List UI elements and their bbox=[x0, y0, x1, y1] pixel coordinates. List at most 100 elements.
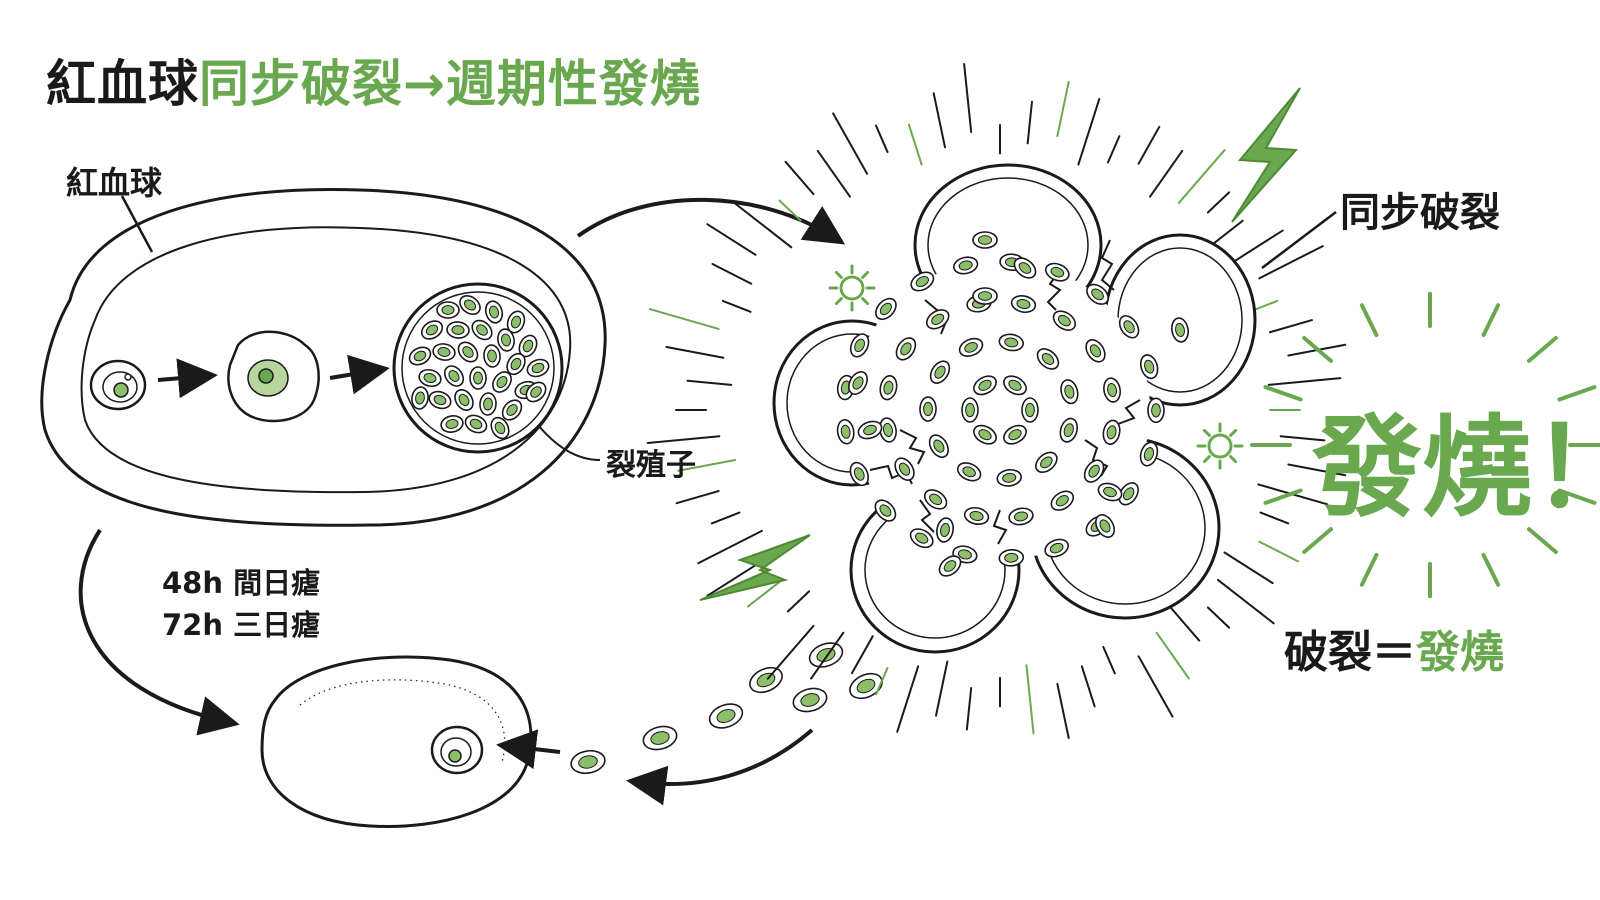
merozoite bbox=[973, 375, 997, 396]
released-merozoites bbox=[836, 231, 1189, 577]
burst-ray bbox=[932, 92, 946, 149]
merozoite bbox=[432, 343, 456, 361]
merozoite bbox=[1008, 507, 1034, 526]
rupture-equals-fever: 破裂＝發燒 bbox=[1284, 616, 1504, 680]
fever-ray bbox=[1359, 552, 1379, 587]
fever-ray bbox=[1302, 336, 1334, 363]
arrow-icon bbox=[576, 197, 846, 245]
merozoite bbox=[525, 381, 547, 403]
merozoite bbox=[1118, 315, 1140, 339]
arrow-icon bbox=[157, 358, 218, 399]
sun-icon bbox=[1196, 422, 1244, 470]
burst-ray bbox=[1025, 664, 1035, 735]
merozoite bbox=[1059, 417, 1079, 443]
merozoite bbox=[440, 415, 464, 433]
merozoite bbox=[836, 419, 855, 445]
merozoite bbox=[963, 506, 990, 525]
burst-ray bbox=[1155, 631, 1190, 680]
burst-ray bbox=[784, 160, 815, 196]
burst-ray bbox=[1233, 229, 1284, 263]
merozoite bbox=[1085, 339, 1106, 363]
burst-ray bbox=[734, 202, 793, 249]
merozoite bbox=[874, 499, 897, 522]
merozoite bbox=[708, 703, 744, 729]
merozoite bbox=[749, 666, 783, 694]
merozoite bbox=[961, 397, 979, 423]
merozoite bbox=[479, 392, 497, 416]
merozoite bbox=[938, 555, 962, 577]
merozoite bbox=[518, 334, 538, 358]
cycle-48h-label: 48h 間日瘧 bbox=[162, 566, 321, 600]
merozoite bbox=[497, 328, 515, 352]
merozoite bbox=[1086, 283, 1109, 305]
merozoite bbox=[1102, 419, 1121, 445]
merozoite bbox=[879, 375, 898, 401]
merozoite bbox=[910, 271, 935, 292]
burst-ray bbox=[746, 578, 784, 608]
burst-ray bbox=[810, 631, 845, 680]
merozoite bbox=[925, 309, 950, 330]
merozoite bbox=[1095, 514, 1115, 538]
merozoite bbox=[1052, 310, 1077, 331]
arrow-icon bbox=[329, 354, 390, 395]
burst-ray bbox=[1259, 511, 1290, 525]
merozoite bbox=[526, 358, 550, 378]
burst-ray bbox=[1137, 125, 1161, 165]
burst-ray bbox=[710, 511, 741, 525]
merozoite bbox=[972, 231, 998, 249]
merozoite bbox=[506, 310, 526, 334]
merozoite bbox=[849, 672, 883, 700]
burst-ray bbox=[686, 379, 733, 386]
fever-rays bbox=[1250, 291, 1600, 599]
merozoite bbox=[1036, 348, 1060, 370]
merozoite bbox=[792, 687, 828, 713]
burst-ray bbox=[697, 529, 763, 565]
burst-ray bbox=[1206, 191, 1231, 214]
title-black-part: 紅血球 bbox=[46, 55, 199, 113]
merozoite bbox=[420, 320, 444, 340]
burst-ray bbox=[675, 490, 720, 505]
merozoite bbox=[849, 333, 870, 358]
burst-ray bbox=[778, 199, 802, 222]
merozoite bbox=[483, 344, 501, 368]
new-red-blood-cell bbox=[260, 655, 533, 828]
merozoite bbox=[464, 414, 488, 434]
merozoite bbox=[895, 337, 917, 361]
burst-ray bbox=[711, 263, 753, 285]
merozoite bbox=[928, 434, 949, 458]
arrow-icon bbox=[626, 728, 814, 806]
merozoite bbox=[454, 388, 474, 412]
merozoite bbox=[642, 725, 678, 751]
merozoite bbox=[490, 416, 510, 440]
merozoite-trail bbox=[570, 586, 897, 775]
merozoite bbox=[1083, 459, 1105, 483]
burst-ray bbox=[832, 112, 869, 175]
merozoite bbox=[1021, 397, 1039, 423]
merozoite bbox=[996, 468, 1022, 487]
burst-ray bbox=[665, 345, 725, 359]
burst-ray bbox=[677, 459, 737, 472]
merozoite bbox=[973, 424, 997, 445]
burst-ray bbox=[1267, 377, 1342, 386]
lightning-icon bbox=[1231, 87, 1301, 223]
burst-ray bbox=[721, 299, 752, 313]
fever-ray bbox=[1263, 488, 1303, 505]
merozoite bbox=[446, 321, 470, 339]
burst-rays bbox=[646, 62, 1347, 739]
burst-ray bbox=[963, 62, 973, 134]
burst-ray bbox=[1026, 100, 1033, 145]
fever-ray bbox=[1557, 488, 1597, 505]
burst-ray bbox=[1223, 551, 1274, 585]
merozoite bbox=[443, 365, 465, 387]
merozoite bbox=[492, 371, 512, 393]
burst-ray bbox=[1137, 655, 1174, 718]
merozoite bbox=[411, 386, 429, 410]
merozoite bbox=[958, 337, 984, 357]
equation-left: 破裂＝ bbox=[1284, 627, 1416, 678]
merozoite bbox=[1139, 441, 1159, 467]
fever-ray bbox=[1526, 527, 1558, 554]
merozoite bbox=[1035, 451, 1058, 473]
merozoite bbox=[457, 341, 479, 363]
merozoite bbox=[923, 489, 948, 510]
